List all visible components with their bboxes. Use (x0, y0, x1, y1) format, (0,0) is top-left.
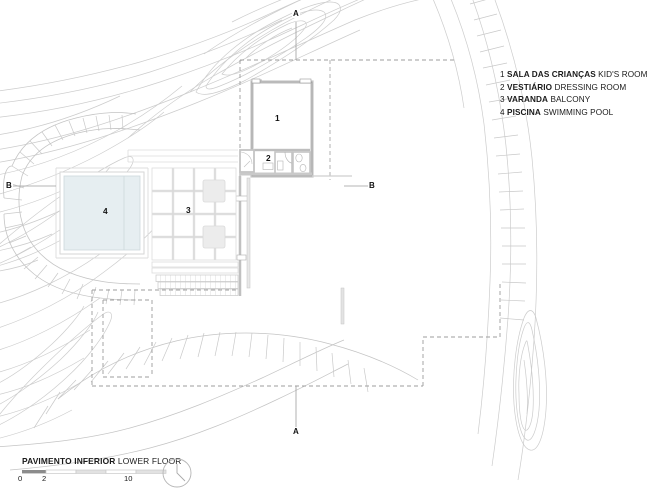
balcony-paving-grid (151, 167, 237, 261)
legend-number-1: 1 (500, 70, 505, 79)
legend-item-3: 3 VARANDA BALCONY (500, 94, 648, 107)
embankment-hatch-right (469, 0, 527, 321)
legend-name-en-4: SWIMMING POOL (543, 107, 614, 117)
scale-tick-0: 0 (18, 474, 23, 483)
sheet-title-en: LOWER FLOOR (117, 456, 182, 466)
swimming-pool (59, 171, 145, 255)
legend-name-en-1: KID'S ROOM (598, 70, 648, 79)
scale-tick-10: 10 (124, 474, 133, 483)
building-upper-walls (235, 78, 352, 296)
section-marker-b-left: B (5, 181, 13, 190)
section-marker-b-right: B (368, 181, 376, 190)
legend-item-1: 1 SALA DAS CRIANÇAS KID'S ROOM (500, 69, 648, 82)
legend-number-2: 2 (500, 82, 505, 92)
legend-number-4: 4 (500, 107, 505, 117)
room-label-4: 4 (103, 206, 108, 216)
scale-bar (22, 469, 167, 474)
scale-tick-2: 2 (42, 474, 47, 483)
room-label-1: 1 (275, 113, 280, 123)
north-arrow-icon (162, 458, 192, 488)
legend-name-pt-1: SALA DAS CRIANÇAS (507, 70, 596, 79)
sheet-title-pt: PAVIMENTO INFERIOR (22, 456, 116, 466)
legend-name-en-3: BALCONY (550, 95, 591, 105)
legend-item-2: 2 VESTIÁRIO DRESSING ROOM (500, 82, 648, 95)
room-legend: 1 SALA DAS CRIANÇAS KID'S ROOM 2 VESTIÁR… (500, 69, 648, 119)
pool-deck (55, 167, 149, 259)
legend-name-pt-4: PISCINA (507, 107, 541, 117)
room-label-3: 3 (186, 205, 191, 215)
balustrade-wall (246, 177, 345, 325)
section-marker-a-bottom: A (292, 427, 300, 436)
sheet-title: PAVIMENTO INFERIOR LOWER FLOOR (22, 456, 181, 466)
embankment-hatch-bottom (33, 331, 369, 429)
section-lines (8, 22, 372, 428)
legend-number-3: 3 (500, 95, 505, 105)
balcony-front-slabs (151, 261, 239, 274)
legend-name-en-2: DRESSING ROOM (554, 82, 627, 92)
section-marker-a-top: A (292, 9, 300, 18)
legend-name-pt-3: VARANDA (507, 95, 549, 105)
exterior-stairs (155, 274, 239, 296)
legend-name-pt-2: VESTIÁRIO (507, 82, 553, 92)
topography-contours (0, 0, 547, 481)
room-label-2: 2 (266, 153, 271, 163)
legend-item-4: 4 PISCINA SWIMMING POOL (500, 107, 648, 120)
upper-terrace-strips (127, 149, 238, 163)
